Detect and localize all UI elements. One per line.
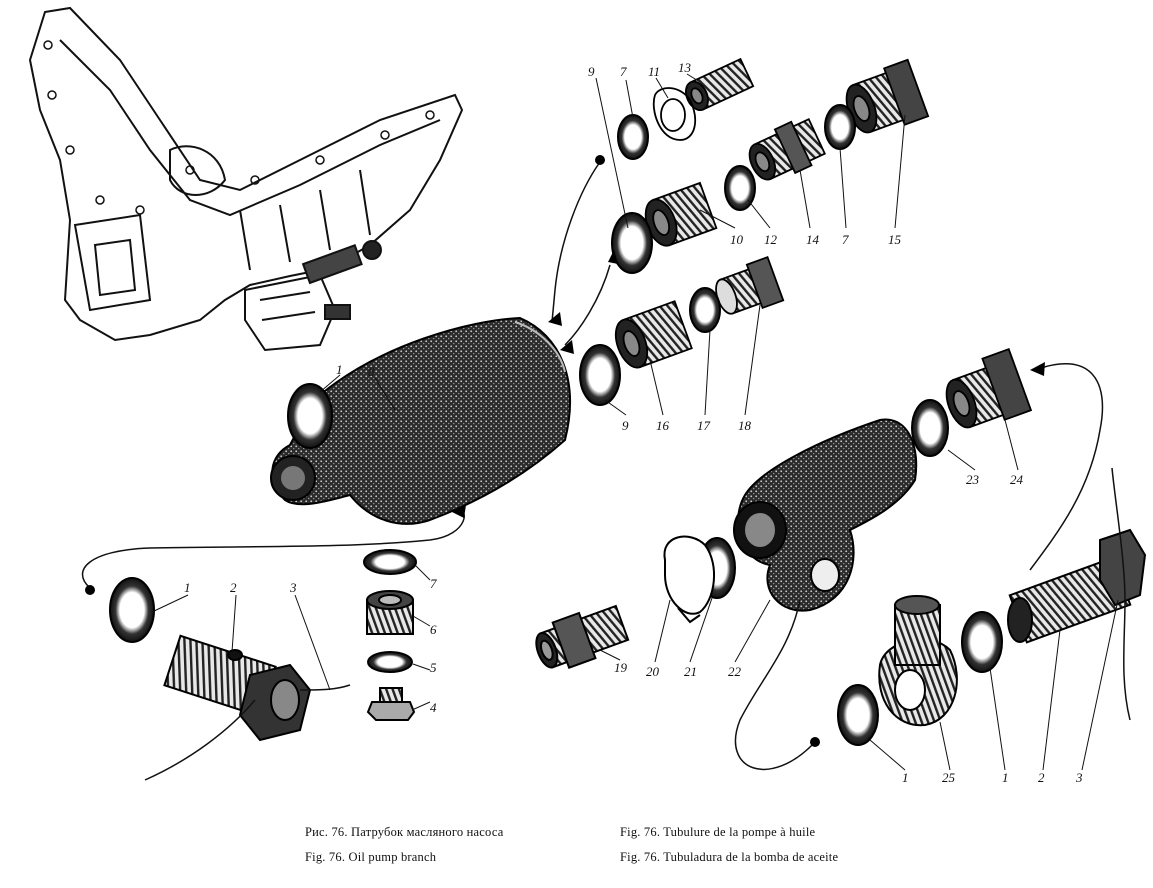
plug-parts	[366, 590, 416, 721]
union-19	[535, 604, 630, 669]
caption-french: Fig. 76. Tubulure de la pompe à huile	[620, 825, 816, 839]
banjo-bolt-right	[1007, 528, 1147, 644]
callout-11: 11	[648, 64, 660, 79]
callout-20: 20	[646, 664, 660, 679]
caption-spanish: Fig. 76. Tubuladura de la bomba de aceit…	[620, 850, 839, 864]
callout-1: 1	[1002, 770, 1009, 785]
engine-housing	[28, 6, 464, 352]
oil-pump-assembly	[244, 240, 382, 352]
callout-7: 7	[430, 576, 437, 591]
fittings-upper	[614, 57, 1033, 429]
housing-22	[733, 418, 918, 612]
callout-9: 9	[588, 64, 595, 79]
callout-14: 14	[806, 232, 820, 247]
callout-1: 1	[902, 770, 909, 785]
callout-15: 15	[888, 232, 902, 247]
callout-4: 4	[430, 700, 437, 715]
branch-body-8	[270, 316, 571, 525]
callout-3: 3	[289, 580, 297, 595]
callout-1: 1	[336, 362, 343, 377]
callout-22: 22	[728, 664, 742, 679]
leader-lines	[151, 73, 1119, 771]
callout-7: 7	[842, 232, 849, 247]
caption-english: Fig. 76. Oil pump branch	[305, 850, 437, 864]
callout-24: 24	[1010, 472, 1024, 487]
callout-18: 18	[738, 418, 752, 433]
callout-2: 2	[1038, 770, 1045, 785]
callout-1: 1	[184, 580, 191, 595]
callout-17: 17	[697, 418, 711, 433]
callout-23: 23	[966, 472, 980, 487]
callout-2: 2	[230, 580, 237, 595]
banjo-bolt-left	[163, 634, 312, 742]
callout-5: 5	[430, 660, 437, 675]
callout-13: 13	[678, 60, 692, 75]
callout-8: 8	[368, 364, 375, 379]
callout-10: 10	[730, 232, 744, 247]
callout-12: 12	[764, 232, 778, 247]
arrowheads	[452, 250, 1045, 518]
callout-16: 16	[656, 418, 670, 433]
callout-labels: 9 7 11 13 10 12 14 7 15 1 8 9 16 17 18 2…	[184, 60, 1083, 785]
gasket-20	[663, 535, 716, 624]
washers	[109, 104, 1003, 746]
callout-21: 21	[684, 664, 697, 679]
callout-7: 7	[620, 64, 627, 79]
callout-6: 6	[430, 622, 437, 637]
callout-9: 9	[622, 418, 629, 433]
assembly-lines	[81, 161, 1131, 781]
callout-25: 25	[942, 770, 956, 785]
reference-dots	[85, 155, 820, 747]
banjo-25	[878, 595, 958, 727]
callout-19: 19	[614, 660, 628, 675]
caption-russian: Рис. 76. Патрубок масляного насоса	[305, 825, 504, 839]
callout-3: 3	[1075, 770, 1083, 785]
